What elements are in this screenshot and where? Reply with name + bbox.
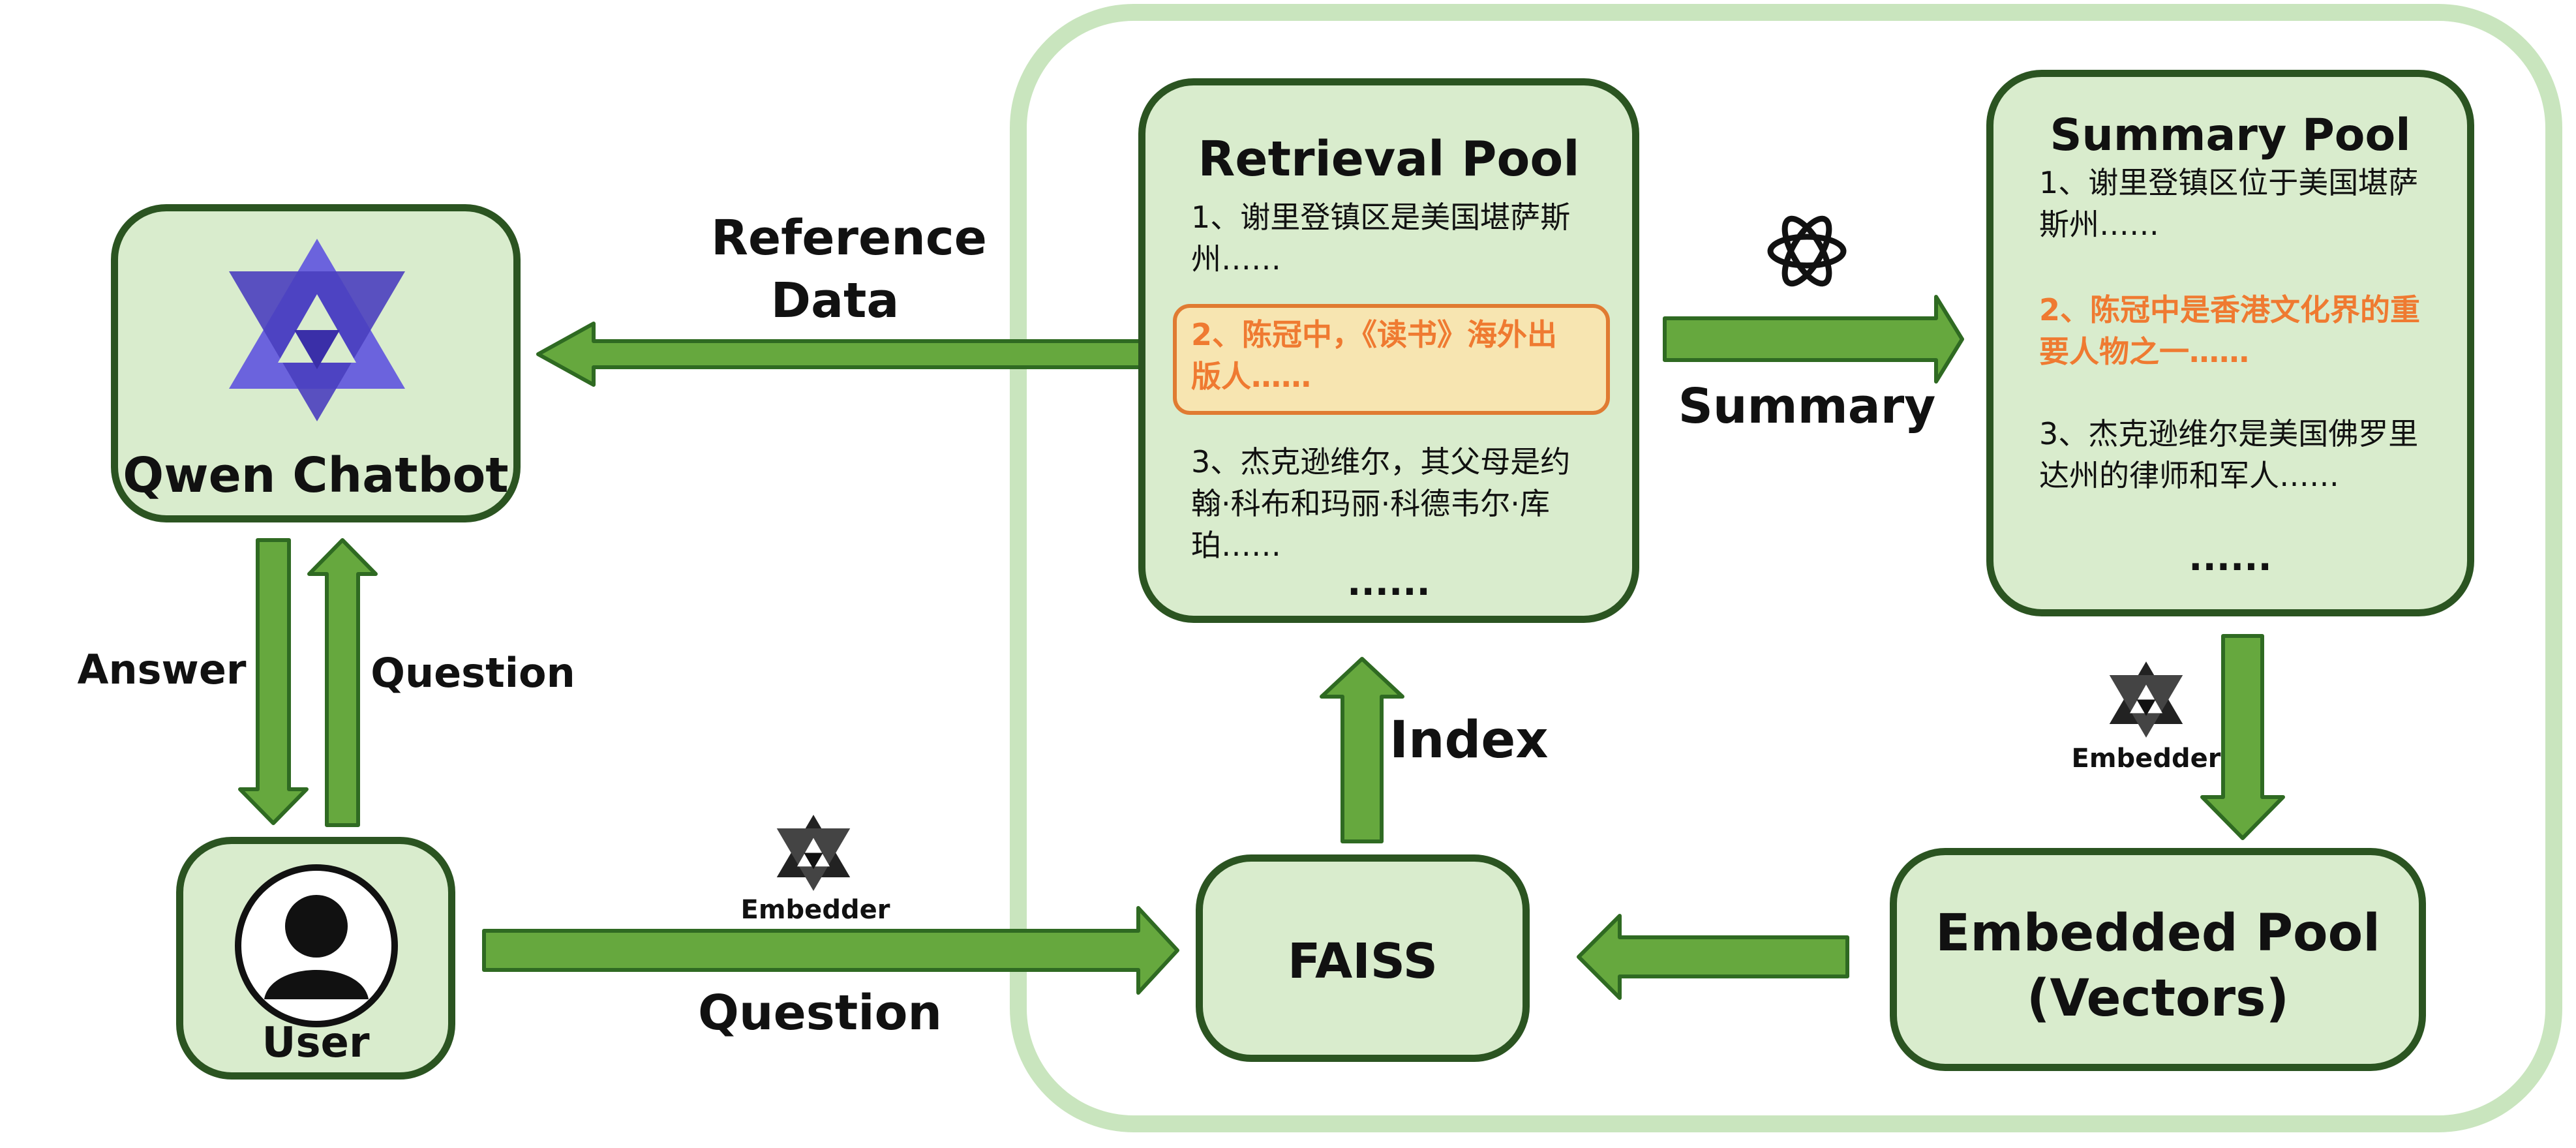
user-avatar-icon [235,864,398,1027]
qwen-logo-icon [229,239,405,421]
reference-data-arrow [536,322,1157,387]
question-to-faiss-arrow [482,906,1179,995]
summary-arrow-label: Summary [1678,378,1936,434]
summary-arrow [1663,295,1964,384]
answer-arrow [238,538,309,825]
openai-logo-icon [1767,215,1847,287]
summary-item-2: 2、陈冠中是香港文化界的重要人物之一…… [2039,292,2421,369]
embedder-logo-icon-right [2109,661,2183,738]
retrieval-ellipsis: ...... [1347,562,1431,604]
retrieval-pool-title: Retrieval Pool [1198,131,1580,187]
question-up-arrow [307,538,378,827]
question-bottom-label: Question [698,985,943,1041]
retrieval-item-2: 2、陈冠中，《读书》海外出版人…… [1191,317,1558,394]
embedder-label-bottom: Embedder [740,895,890,925]
qwen-chatbot-box: Qwen Chatbot [111,204,521,522]
summary-pool-box: Summary Pool 1、谢里登镇区位于美国堪萨斯州…… 2、陈冠中是香港文… [1986,70,2474,616]
faiss-box: FAISS [1196,854,1530,1062]
user-box: User [176,837,455,1080]
embedded-pool-title: Embedded Pool [1935,904,2380,963]
summary-item-1: 1、谢里登镇区位于美国堪萨斯州…… [2039,165,2419,242]
retrieval-item-1: 1、谢里登镇区是美国堪萨斯州…… [1191,200,1571,277]
index-arrow [1320,657,1404,843]
embedded-pool-subtitle: (Vectors) [2026,969,2290,1028]
reference-label-line1: Reference [711,210,987,266]
summary-item-3: 3、杰克逊维尔是美国佛罗里达州的律师和军人…… [2039,416,2419,493]
retrieval-item-highlight [1173,304,1610,415]
index-label: Index [1389,711,1549,770]
answer-label: Answer [77,646,247,693]
reference-label-line2: Data [770,273,900,329]
question-up-label: Question [371,649,575,697]
embedder-label-right: Embedder [2071,744,2221,774]
retrieval-item-3: 3、杰克逊维尔，其父母是约翰·科布和玛丽·科德韦尔·库珀…… [1191,444,1571,563]
user-label: User [262,1019,370,1067]
summary-pool-title: Summary Pool [2050,110,2411,161]
rag-pipeline-region [1010,4,2562,1132]
summary-ellipsis: ...... [2189,537,2272,579]
summary-to-embedded-arrow [2200,634,2285,840]
faiss-label: FAISS [1287,933,1438,989]
vectors-to-faiss-arrow [1577,914,1849,1000]
retrieval-pool-box: Retrieval Pool 1、谢里登镇区是美国堪萨斯州…… 2、陈冠中，《读… [1138,78,1639,623]
embedded-pool-box: Embedded Pool (Vectors) [1890,848,2426,1071]
qwen-chatbot-title: Qwen Chatbot [123,447,509,504]
embedder-logo-icon-bottom [776,815,851,891]
